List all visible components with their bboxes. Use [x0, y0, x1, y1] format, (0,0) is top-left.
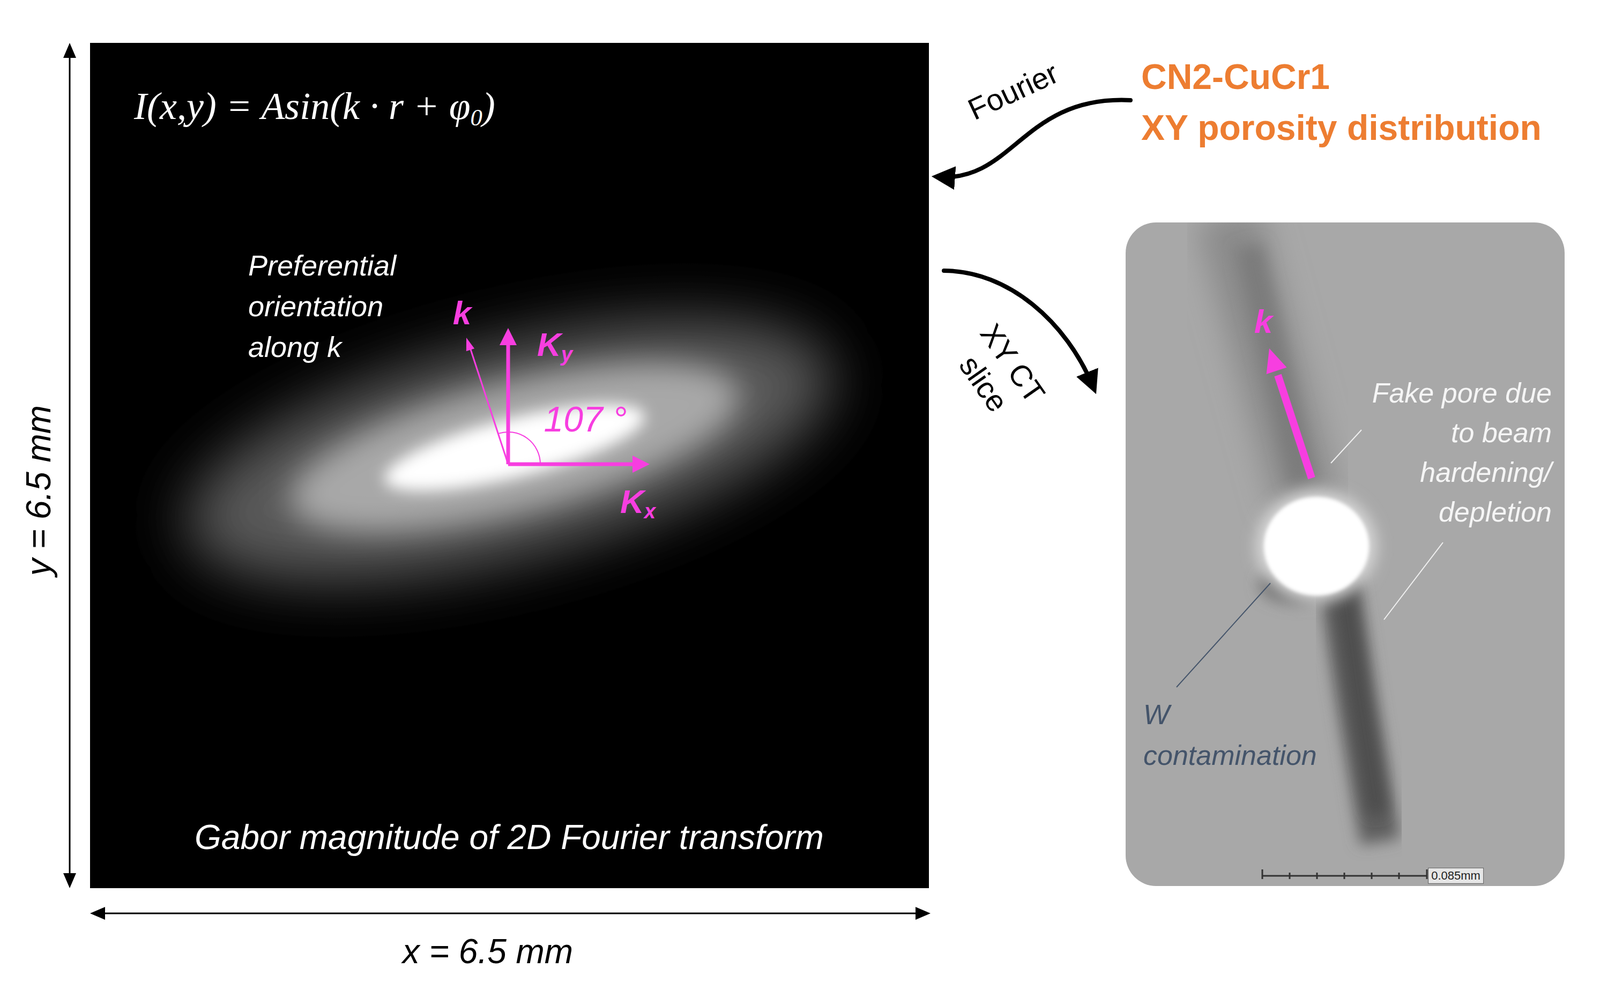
k-vector	[470, 349, 509, 465]
sample-name: CN2-CuCr1	[1141, 51, 1542, 103]
subscript: y	[561, 342, 573, 366]
leader-line	[1176, 583, 1271, 688]
dark-streak	[1342, 584, 1378, 815]
panel-caption: Gabor magnitude of 2D Fourier transform	[194, 816, 824, 859]
title-block: CN2-CuCr1XY porosity distribution	[1141, 51, 1542, 154]
scale-ticks	[1262, 869, 1427, 880]
subscript: 0	[470, 103, 483, 131]
subscript: x	[644, 499, 656, 523]
formula: I(x,y) = Asin(k · r + φ0)	[134, 83, 496, 133]
arrow-head	[915, 906, 931, 920]
edge-label: Fourier	[958, 52, 1068, 131]
angle-arc	[499, 432, 541, 465]
ky-axis	[506, 343, 511, 465]
k-arrow	[1277, 375, 1312, 479]
fourier-panel: I(x,y) = Asin(k · r + φ0) Preferential or…	[90, 42, 929, 889]
streak	[1227, 222, 1308, 504]
leader-line	[1330, 429, 1362, 464]
glow-mid	[275, 329, 755, 567]
axis-label: Kx	[620, 481, 656, 525]
dark-streak	[1337, 573, 1381, 842]
annotation: Fake pore due to beam hardening/ depleti…	[1356, 373, 1552, 532]
arrow-head	[63, 873, 77, 889]
edge-label: XY CT slice	[936, 308, 1059, 439]
dimension-label: x = 6.5 mm	[402, 931, 573, 973]
arrow-head	[466, 337, 475, 352]
arrow-head	[1266, 348, 1287, 375]
streak	[1248, 246, 1303, 483]
dimension-line	[69, 53, 71, 878]
blob-halo	[1256, 490, 1377, 602]
arrow-head	[632, 455, 650, 473]
angle-label: 107 °	[544, 398, 628, 441]
dimension-lines	[63, 42, 931, 920]
annotation: Preferential orientation along k	[248, 244, 426, 368]
sample-subtitle: XY porosity distribution	[1141, 102, 1542, 154]
fourier-panel	[90, 42, 929, 889]
annotation: W contamination	[1143, 694, 1331, 776]
arrow-head	[499, 328, 517, 346]
ct-slice-panel: Fake pore due to beam hardening/ depleti…	[1125, 222, 1565, 887]
w-particle	[1263, 496, 1369, 596]
dimension-label: y = 6.5 mm	[18, 405, 60, 576]
dimension-line	[100, 912, 920, 915]
vector-label: k	[1254, 301, 1273, 342]
arrow-head	[63, 42, 77, 58]
leader-line	[1383, 542, 1443, 620]
vector-label: k	[452, 293, 472, 333]
slice-annotations	[1176, 348, 1443, 880]
arrow-head	[90, 906, 106, 920]
ct-slice-panel	[1125, 222, 1565, 887]
kx-axis	[508, 462, 636, 467]
scale-label: 0.085mm	[1427, 867, 1484, 884]
glow-core	[377, 386, 652, 509]
axis-label: Ky	[537, 324, 573, 368]
